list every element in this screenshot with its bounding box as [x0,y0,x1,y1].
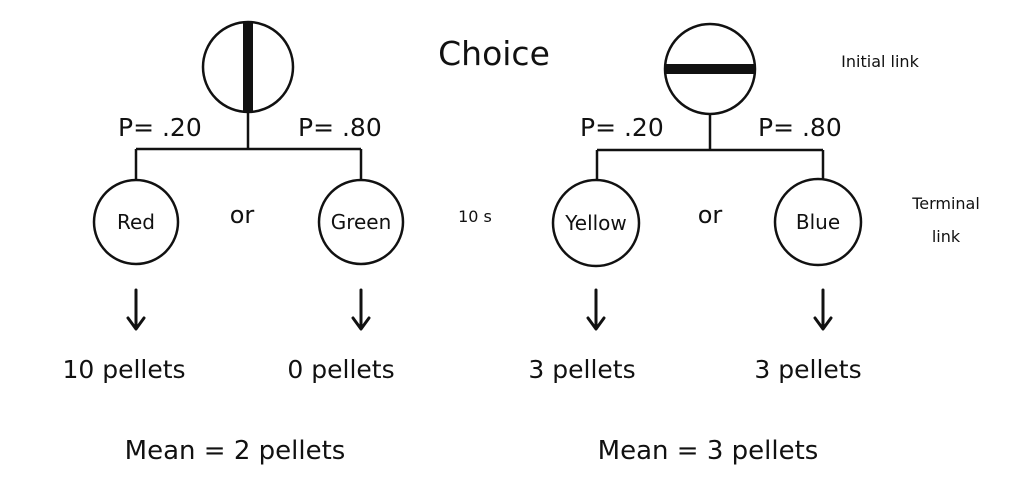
left-node-a-label: Red [117,210,155,234]
left-node-b [317,178,405,266]
terminal-link-label-line2: link [932,227,961,246]
left-prob-a: P= .20 [118,113,202,142]
terminal-link-label-line1: Terminal [911,194,980,213]
left-tree: P= .20 P= .80 Red Green or 10 pellets 0 … [62,20,405,466]
initial-link-label: Initial link [841,52,919,71]
left-vertical-line-symbol [243,22,253,112]
right-tree: P= .20 P= .80 Yellow Blue or 3 pellets 3… [528,22,863,466]
right-or-label: or [698,201,723,229]
left-prob-b: P= .80 [298,113,382,142]
left-arrow-a-icon [126,316,146,331]
left-arrow-b-icon [351,316,371,331]
left-mean: Mean = 2 pellets [125,436,346,466]
left-node-b-label: Green [331,210,392,234]
right-node-a [551,178,641,268]
right-horizontal-line-symbol [665,64,755,74]
left-outcome-b: 0 pellets [287,355,394,384]
left-outcome-a: 10 pellets [62,355,185,384]
right-mean: Mean = 3 pellets [598,436,819,466]
left-or-label: or [230,201,255,229]
right-node-b [773,177,863,267]
choice-label: Choice [438,34,550,73]
right-prob-a: P= .20 [580,113,664,142]
right-node-a-label: Yellow [564,211,627,235]
delay-label: 10 s [458,207,492,226]
right-outcome-b: 3 pellets [754,355,861,384]
right-node-b-label: Blue [796,210,840,234]
right-arrow-a-icon [586,316,606,331]
left-node-a [92,178,180,266]
right-prob-b: P= .80 [758,113,842,142]
right-outcome-a: 3 pellets [528,355,635,384]
right-arrow-b-icon [813,316,833,331]
